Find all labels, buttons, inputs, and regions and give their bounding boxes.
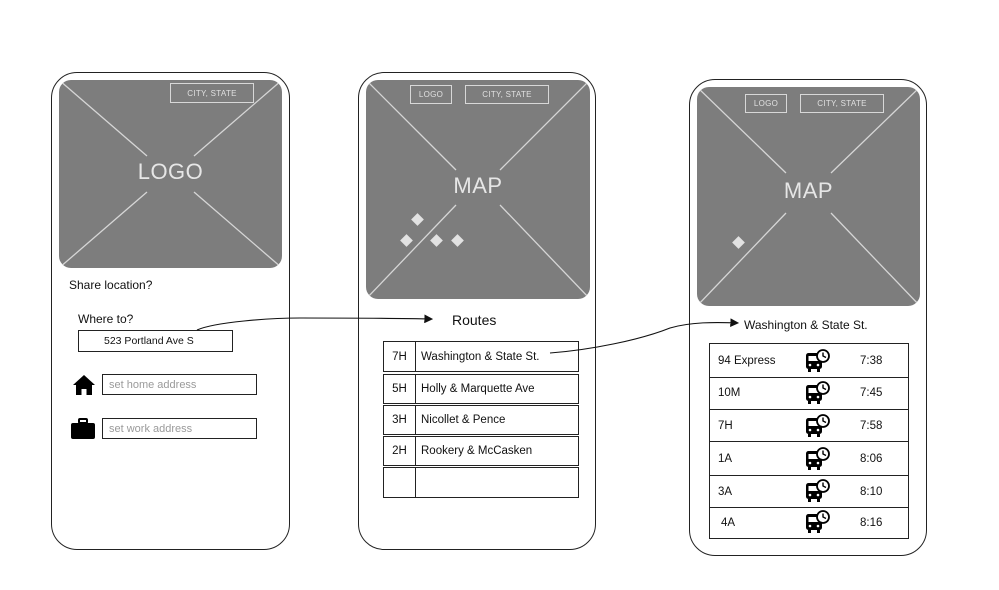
schedule-time: 7:45	[860, 387, 883, 399]
bus-clock-icon	[805, 479, 831, 508]
stop-title: Washington & State St.	[744, 318, 868, 332]
route-name: Holly & Marquette Ave	[421, 383, 535, 395]
bus-clock-icon	[805, 510, 831, 539]
map-label: MAP	[453, 173, 503, 198]
schedule-row[interactable]: 3A 8:10	[710, 476, 908, 508]
route-code: 7H	[384, 342, 416, 371]
schedule-time: 7:38	[860, 354, 883, 367]
logo-label: LOGO	[137, 159, 204, 184]
route-code: 3H	[384, 406, 416, 434]
schedule-route: 94 Express	[718, 354, 776, 367]
map-label: MAP	[783, 178, 834, 203]
location-tag[interactable]: CITY, STATE	[465, 85, 549, 104]
route-code: 5H	[384, 375, 416, 403]
schedule-row[interactable]: 7H 7:58	[710, 410, 908, 442]
schedule-route: 7H	[718, 419, 733, 432]
route-name: Washington & State St.	[421, 350, 540, 363]
schedule-route: 1A	[718, 452, 733, 465]
bus-clock-icon	[805, 349, 831, 378]
work-address-input[interactable]: set work address	[102, 418, 257, 439]
bus-clock-icon	[805, 414, 831, 443]
schedule-time: 8:06	[860, 452, 883, 465]
placeholder-cross	[697, 87, 920, 306]
schedule-row[interactable]: 10M 7:45	[710, 377, 908, 410]
phone-screen-home: LOGO CITY, STATE Share location? Where t…	[51, 72, 290, 550]
route-name: Rookery & McCasken	[421, 445, 533, 457]
schedule-time: 7:58	[860, 419, 883, 432]
route-row[interactable]	[383, 467, 579, 498]
route-name	[416, 468, 421, 497]
phone-screen-schedule: MAP LOGO CITY, STATE Washington & State …	[689, 79, 927, 556]
route-code	[384, 468, 416, 497]
route-row[interactable]: 2H Rookery & McCasken	[383, 436, 579, 466]
home-icon[interactable]	[72, 374, 96, 396]
routes-title: Routes	[452, 312, 497, 328]
map-placeholder: MAP LOGO CITY, STATE	[366, 80, 590, 299]
schedule-row[interactable]: 94 Express 7:38	[710, 344, 908, 378]
route-name: Nicollet & Pence	[421, 414, 506, 426]
schedule-route: 3A	[718, 485, 733, 498]
phone-screen-routes: MAP LOGO CITY, STATE Routes 7H Washingto…	[358, 72, 596, 550]
schedule-time: 8:16	[860, 517, 883, 529]
destination-input[interactable]: 523 Portland Ave S	[78, 330, 233, 352]
placeholder-cross	[366, 80, 590, 299]
share-location-prompt[interactable]: Share location?	[69, 278, 153, 292]
placeholder-cross	[59, 80, 282, 268]
route-code: 2H	[384, 437, 416, 465]
route-row[interactable]: 7H Washington & State St.	[383, 341, 579, 372]
logo-placeholder: LOGO CITY, STATE	[59, 80, 282, 268]
schedule-row[interactable]: 1A 8:06	[710, 442, 908, 476]
route-row[interactable]: 3H Nicollet & Pence	[383, 405, 579, 435]
schedule-route: 10M	[718, 387, 741, 399]
schedule-row[interactable]: 4A 8:16	[710, 508, 908, 538]
route-row[interactable]: 5H Holly & Marquette Ave	[383, 374, 579, 404]
schedule-route: 4A	[721, 517, 736, 529]
logo-tag[interactable]: LOGO	[410, 85, 452, 104]
schedule-table: 94 Express 7:38 10M 7:45 7H 7:58 1A 8:06…	[709, 343, 909, 539]
location-tag[interactable]: CITY, STATE	[170, 83, 254, 103]
logo-tag[interactable]: LOGO	[745, 94, 787, 113]
briefcase-icon[interactable]	[70, 418, 96, 440]
home-address-input[interactable]: set home address	[102, 374, 257, 395]
bus-clock-icon	[805, 381, 831, 410]
where-to-label: Where to?	[78, 312, 134, 326]
bus-clock-icon	[805, 447, 831, 476]
location-tag[interactable]: CITY, STATE	[800, 94, 884, 113]
schedule-time: 8:10	[860, 485, 883, 498]
map-placeholder: MAP LOGO CITY, STATE	[697, 87, 920, 306]
